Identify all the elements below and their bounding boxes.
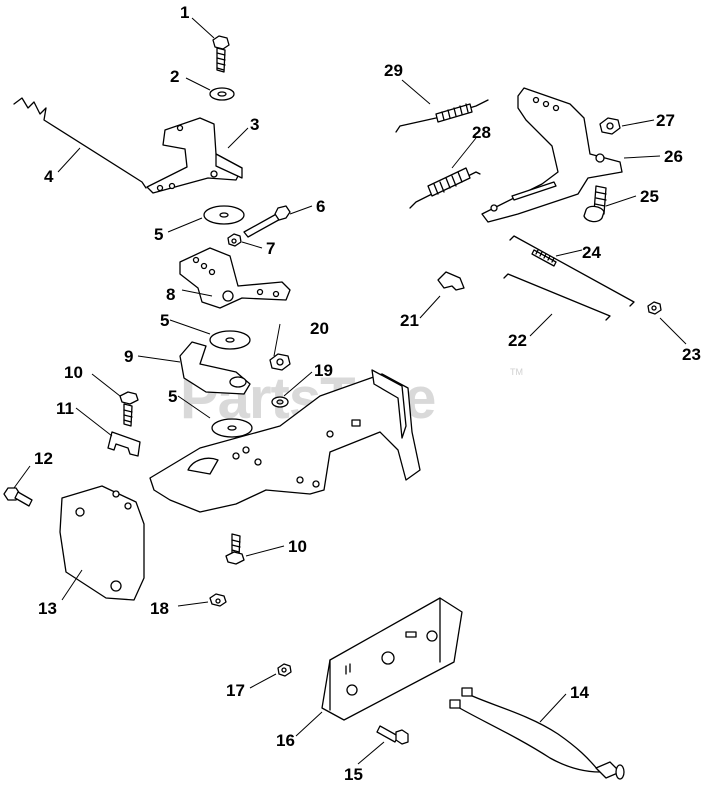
callout-10b[interactable]: 10 [288,537,307,556]
watermark-trademark: TM [510,367,523,377]
callout-15[interactable]: 15 [344,765,363,784]
callout-8[interactable]: 8 [166,285,175,304]
part-2-washer[interactable] [209,87,235,101]
callout-23[interactable]: 23 [682,345,701,364]
part-24-spring-rod[interactable] [509,235,635,307]
part-18-nut[interactable] [209,593,227,607]
callout-13[interactable]: 13 [38,599,57,618]
part-7-nut[interactable] [227,233,242,247]
part-22-rod[interactable] [503,273,611,321]
part-20-nut[interactable] [269,353,291,371]
callout-9[interactable]: 9 [124,347,133,366]
part-4-rod[interactable] [13,97,147,189]
part-23-nut[interactable] [647,301,662,315]
callout-6[interactable]: 6 [316,197,325,216]
callout-5b[interactable]: 5 [160,311,169,330]
part-12-bolt[interactable] [3,487,33,507]
callout-28[interactable]: 28 [472,123,491,142]
callout-3[interactable]: 3 [250,115,259,134]
callout-22[interactable]: 22 [508,331,527,350]
callout-21[interactable]: 21 [400,311,419,330]
callout-18[interactable]: 18 [150,599,169,618]
callout-12[interactable]: 12 [34,449,53,468]
part-13-side-bracket[interactable] [59,485,145,601]
callout-16[interactable]: 16 [276,731,295,750]
part-27-nut[interactable] [599,117,621,135]
callout-29[interactable]: 29 [384,61,403,80]
callout-24[interactable]: 24 [582,243,601,262]
part-26-lever-arm[interactable] [481,87,623,223]
callout-17[interactable]: 17 [226,681,245,700]
part-10-bolt-a[interactable] [119,391,139,427]
part-10-bolt-b[interactable] [225,533,245,565]
part-3-bracket[interactable] [146,117,243,194]
callout-14[interactable]: 14 [570,683,589,702]
callout-27[interactable]: 27 [656,111,675,130]
callout-11[interactable]: 11 [56,399,74,418]
part-1-bolt[interactable] [212,35,230,73]
part-19-bushing[interactable] [271,396,289,408]
part-29-spring[interactable] [395,99,489,133]
part-21-clip[interactable] [437,271,465,291]
callout-19[interactable]: 19 [314,361,333,380]
part-9-bracket[interactable] [179,341,251,395]
part-8-lever-plate[interactable] [179,247,291,309]
part-15-screw[interactable] [376,725,409,745]
part-14-wire-harness[interactable] [449,687,625,780]
part-28-spring[interactable] [409,167,481,209]
callout-4[interactable]: 4 [44,167,54,186]
callout-5c[interactable]: 5 [168,387,177,406]
leader-lines [13,17,687,765]
callout-10a[interactable]: 10 [64,363,83,382]
part-11-clip[interactable] [107,431,141,457]
callout-20[interactable]: 20 [310,319,329,338]
part-5-washer-a[interactable] [203,205,245,225]
callout-7[interactable]: 7 [266,239,275,258]
callout-2[interactable]: 2 [170,67,179,86]
part-25-bolt[interactable] [583,185,607,223]
callout-5a[interactable]: 5 [154,225,163,244]
part-17-nut[interactable] [277,663,292,677]
main-control-plate[interactable] [149,369,421,513]
callout-25[interactable]: 25 [640,187,659,206]
part-6-bolt[interactable] [243,205,291,238]
part-5-washer-c[interactable] [211,418,253,438]
part-16-panel[interactable] [321,597,463,721]
callout-26[interactable]: 26 [664,147,683,166]
callout-1[interactable]: 1 [180,3,189,22]
part-5-washer-b[interactable] [209,330,251,350]
